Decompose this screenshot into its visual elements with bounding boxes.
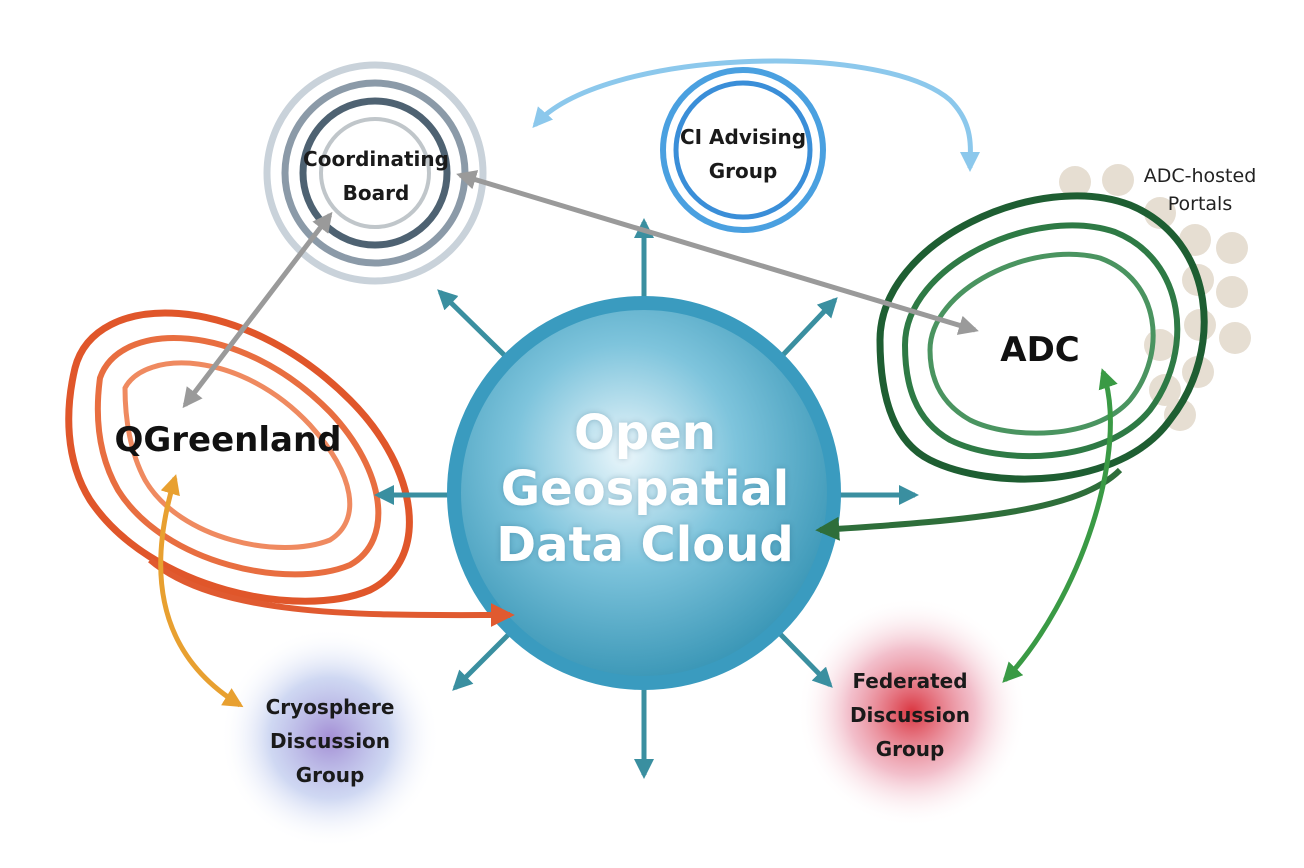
qgreenland-cryosphere-arrow xyxy=(158,474,244,708)
ci-advising-line-2: Group xyxy=(708,159,778,183)
ci-advising-label: CI Advising Group xyxy=(650,120,836,188)
federated-line-2: Discussion xyxy=(849,703,971,727)
coordinating-board-label: Coordinating Board xyxy=(283,142,469,210)
qgreenland-label: QGreenland xyxy=(114,420,342,460)
coord-adc-arrow xyxy=(456,170,979,335)
cryosphere-line-1: Cryosphere xyxy=(265,695,395,719)
adc-federated-arrow xyxy=(1002,368,1118,683)
cryosphere-glow xyxy=(220,628,440,848)
federated-glow xyxy=(797,597,1027,827)
cryosphere-line-2: Discussion xyxy=(269,729,391,753)
adc-label: ADC xyxy=(1000,330,1080,370)
ci-advising-arc xyxy=(532,58,981,172)
adc-portals-line-2: Portals xyxy=(1167,193,1233,215)
ci-advising-line-1: CI Advising xyxy=(679,125,807,149)
federated-line-1: Federated xyxy=(852,669,968,693)
adc-rings xyxy=(876,192,1208,483)
cryosphere-label: Cryosphere Discussion Group xyxy=(240,690,420,792)
adc-portal-dots xyxy=(1059,164,1251,431)
cryosphere-line-3: Group xyxy=(295,763,365,787)
adc-portals-label: ADC-hosted Portals xyxy=(1120,162,1280,218)
cloud-title-line-2: Geospatial xyxy=(500,461,790,517)
adc-cloud-arrow xyxy=(815,467,1123,541)
cloud-title-line-3: Data Cloud xyxy=(496,517,794,573)
cloud-title-line-1: Open xyxy=(574,405,716,461)
coord-qgreenland-arrow xyxy=(182,211,333,409)
adc-portals-line-1: ADC-hosted xyxy=(1143,165,1257,187)
federated-line-3: Group xyxy=(875,737,945,761)
coordinating-board-line-1: Coordinating xyxy=(303,147,449,171)
coordinating-board-line-2: Board xyxy=(342,181,410,205)
cloud-title: Open Geospatial Data Cloud xyxy=(480,405,810,573)
federated-label: Federated Discussion Group xyxy=(820,664,1000,766)
